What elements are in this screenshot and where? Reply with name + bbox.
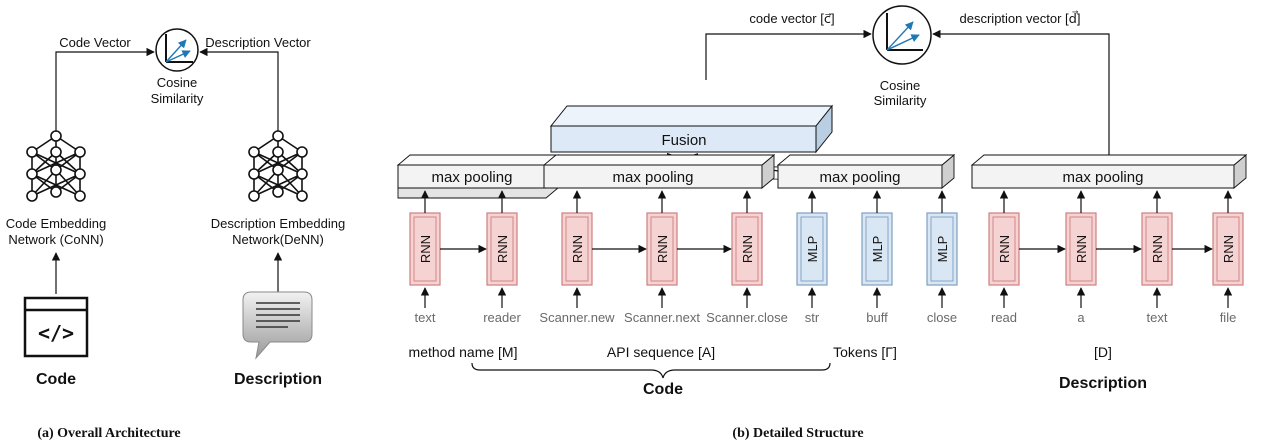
- rnn-cell: RNN a: [1065, 190, 1097, 325]
- conn-label-line1: Code Embedding: [6, 216, 106, 231]
- cell-label: RNN: [418, 235, 433, 263]
- cell-label: RNN: [740, 235, 755, 263]
- cell-label: RNN: [570, 235, 585, 263]
- cell-input-label: a: [1077, 310, 1085, 325]
- right-code-label: Code: [643, 381, 683, 398]
- cell-label: MLP: [805, 236, 820, 263]
- cell-inner-rect: [1216, 216, 1240, 282]
- code-vector-label-b: code vector [c⃗]: [749, 11, 834, 26]
- rnn-cell: RNN Scanner.next: [624, 190, 700, 325]
- denn-label-line1: Description Embedding: [211, 216, 345, 231]
- cell-inner-rect: [992, 216, 1016, 282]
- cell-label: RNN: [1221, 235, 1236, 263]
- cell-label: RNN: [495, 235, 510, 263]
- rnn-cell: RNN file: [1212, 190, 1244, 325]
- cell-input-label: file: [1220, 310, 1237, 325]
- description-vector-label: Description Vector: [205, 35, 311, 50]
- rnn-cell: RNN Scanner.new: [539, 190, 615, 325]
- code-vector-arrow: [55, 47, 155, 136]
- rnn-cell: RNN text: [409, 190, 441, 325]
- cell-label: MLP: [935, 236, 950, 263]
- cosine-similarity-icon-b: [872, 5, 932, 65]
- fusion-box: [549, 104, 834, 154]
- cell-input-label: read: [991, 310, 1017, 325]
- description-vector-arrow-b: [932, 29, 1110, 157]
- group-method-label: method name [M]: [409, 344, 518, 360]
- cell-label: RNN: [1150, 235, 1165, 263]
- code-vector-arrow-b: [705, 29, 872, 80]
- description-network-icon: [248, 130, 308, 202]
- pool-api: max pooling: [542, 154, 776, 189]
- overall-architecture-panel: Cosine Similarity Code Vector Descriptio…: [6, 28, 345, 441]
- denn-label-line2: Network(DeNN): [232, 232, 324, 247]
- rnn-cell: RNN text: [1141, 190, 1173, 325]
- cell-label: RNN: [655, 235, 670, 263]
- group-api-label: API sequence [A]: [607, 344, 715, 360]
- cell-input-label: text: [415, 310, 436, 325]
- cell-input-label: Scanner.next: [624, 310, 700, 325]
- pool-tokens: max pooling: [776, 154, 956, 189]
- group-tokens-label: Tokens [Γ]: [833, 344, 897, 360]
- pool-method-label: max pooling: [432, 169, 513, 186]
- pool-description: max pooling: [970, 154, 1248, 189]
- cell-inner-rect: [650, 216, 674, 282]
- cell-input-label: Scanner.new: [539, 310, 615, 325]
- rnn-cell: RNN reader: [483, 190, 521, 325]
- cell-inner-rect: [1145, 216, 1169, 282]
- cell-inner-rect: [735, 216, 759, 282]
- code-brace: [471, 362, 831, 379]
- cell-input-label: text: [1147, 310, 1168, 325]
- mlp-cell: MLP close: [926, 190, 958, 325]
- pool-method: max pooling: [396, 154, 560, 199]
- description-vector-arrow: [199, 47, 279, 136]
- cell-label: RNN: [997, 235, 1012, 263]
- cell-inner-rect: [930, 216, 954, 282]
- cell-inner-rect: [565, 216, 589, 282]
- conn-label-line2: Network (CoNN): [8, 232, 103, 247]
- pool-description-label: max pooling: [1063, 169, 1144, 186]
- cell-label: RNN: [1074, 235, 1089, 263]
- code-vector-label: Code Vector: [59, 35, 131, 50]
- code-file-icon: </>: [23, 296, 89, 358]
- cosine-similarity-icon: [155, 28, 199, 72]
- cell-label: MLP: [870, 236, 885, 263]
- left-description-label: Description: [234, 371, 322, 388]
- detailed-structure-panel: Cosine Similarity code vector [c⃗] descr…: [396, 5, 1248, 441]
- cell-input-label: close: [927, 310, 957, 325]
- cell-inner-rect: [865, 216, 889, 282]
- caption-b: (b) Detailed Structure: [732, 426, 863, 441]
- description-bubble-icon: [242, 291, 313, 360]
- cosine-label-line2: Similarity: [151, 91, 204, 106]
- rnn-cell: RNN read: [988, 190, 1020, 325]
- cell-layer: RNN text RNN reader RNN Scanner.new RNN Scanner…: [409, 190, 1244, 325]
- cosine-label-b-line1: Cosine: [880, 78, 920, 93]
- cell-inner-rect: [413, 216, 437, 282]
- code-icon-glyph: </>: [38, 321, 74, 345]
- cosine-label-b-line2: Similarity: [874, 93, 927, 108]
- cell-input-label: Scanner.close: [706, 310, 788, 325]
- cell-input-label: reader: [483, 310, 521, 325]
- code-network-icon: [26, 130, 86, 202]
- caption-a: (a) Overall Architecture: [37, 426, 180, 441]
- right-description-label: Description: [1059, 375, 1147, 392]
- description-vector-label-b: description vector [d⃗]: [960, 11, 1081, 26]
- left-code-label: Code: [36, 371, 76, 388]
- mlp-cell: MLP buff: [861, 190, 893, 325]
- rnn-cell: RNN Scanner.close: [706, 190, 788, 325]
- pool-api-label: max pooling: [613, 169, 694, 186]
- cell-inner-rect: [1069, 216, 1093, 282]
- cell-inner-rect: [490, 216, 514, 282]
- cell-input-label: str: [805, 310, 820, 325]
- group-desc-label: [D]: [1094, 344, 1112, 360]
- cell-inner-rect: [800, 216, 824, 282]
- fusion-label: Fusion: [661, 132, 706, 149]
- cell-input-label: buff: [866, 310, 888, 325]
- cosine-label-line1: Cosine: [157, 75, 197, 90]
- pool-tokens-label: max pooling: [820, 169, 901, 186]
- mlp-cell: MLP str: [796, 190, 828, 325]
